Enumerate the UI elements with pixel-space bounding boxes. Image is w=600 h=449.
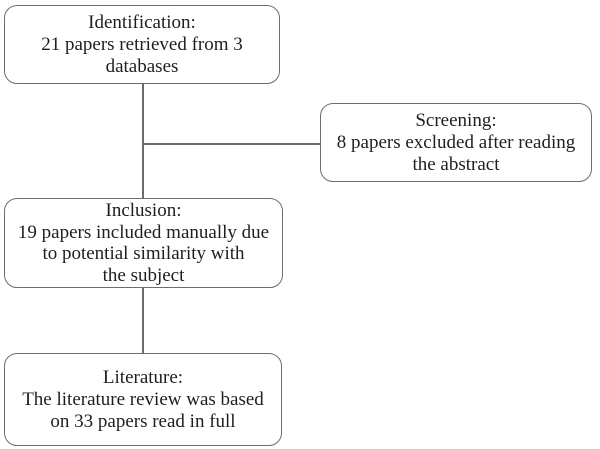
identification-line: databases: [105, 55, 179, 77]
literature-title: Literature:: [102, 366, 184, 388]
screening-line: 8 papers excluded after reading: [336, 131, 576, 153]
inclusion-line: 19 papers included manually due: [17, 221, 270, 243]
inclusion-box: Inclusion: 19 papers included manually d…: [4, 198, 283, 288]
screening-line: the abstract: [412, 153, 500, 175]
connector-branch-to-screening: [142, 143, 320, 145]
literature-box: Literature: The literature review was ba…: [4, 353, 282, 446]
identification-title: Identification:: [88, 11, 196, 33]
connector-inclusion-to-literature: [142, 288, 144, 353]
connector-identification-to-inclusion: [142, 84, 144, 198]
identification-box: Identification: 21 papers retrieved from…: [4, 5, 280, 84]
inclusion-line: to potential similarity with: [42, 243, 245, 264]
screening-title: Screening:: [415, 109, 497, 131]
literature-line: on 33 papers read in full: [50, 410, 236, 432]
inclusion-line: the subject: [102, 264, 185, 286]
identification-line: 21 papers retrieved from 3: [41, 33, 243, 55]
literature-line: The literature review was based: [22, 388, 264, 410]
screening-box: Screening: 8 papers excluded after readi…: [320, 103, 592, 182]
inclusion-title: Inclusion:: [105, 200, 182, 221]
